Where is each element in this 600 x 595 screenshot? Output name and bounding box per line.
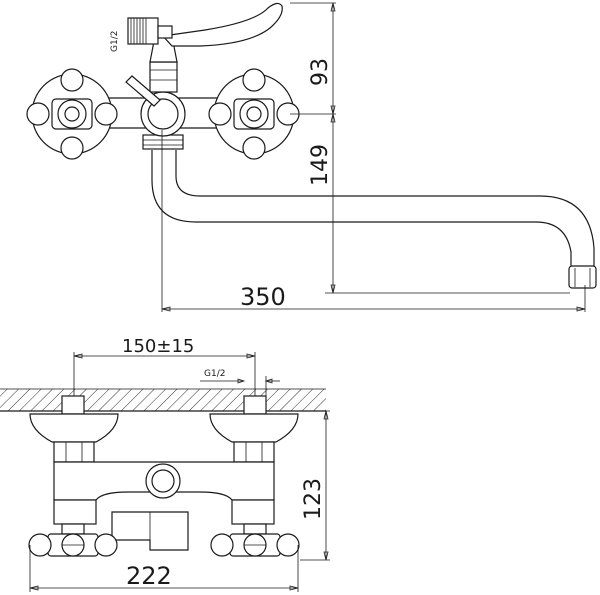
dim-123-label: 123 bbox=[301, 478, 326, 520]
diverter-inner bbox=[147, 98, 179, 130]
spout-aerator bbox=[568, 265, 597, 289]
dim-150-label: 150±15 bbox=[122, 336, 194, 357]
dim-350-label: 350 bbox=[240, 283, 286, 311]
dim-93-label: 93 bbox=[308, 58, 333, 86]
front-diverter-inner bbox=[151, 469, 175, 493]
top-view: G1/2 bbox=[26, 2, 597, 312]
left-handle bbox=[26, 68, 118, 160]
top-dimensions bbox=[161, 2, 586, 312]
front-right-handle bbox=[210, 523, 300, 557]
front-view: 150±15 G1/2 123 222 bbox=[0, 336, 330, 592]
wall-hatch bbox=[0, 389, 326, 411]
diverter-lever-left bbox=[125, 75, 161, 107]
wall-pipe-right bbox=[243, 395, 267, 415]
escutcheon-right bbox=[209, 413, 299, 443]
body-collar bbox=[142, 134, 184, 150]
wall-pipe-left bbox=[61, 395, 85, 415]
escutcheon-left bbox=[29, 413, 119, 443]
dim-149-label: 149 bbox=[308, 144, 333, 186]
thread-hatch bbox=[130, 18, 147, 44]
thread-label-top: G1/2 bbox=[110, 31, 120, 52]
dim-222-label: 222 bbox=[126, 562, 172, 590]
thread-label-front: G1/2 bbox=[204, 369, 225, 379]
spout-pipe bbox=[151, 150, 572, 268]
diverter-stem bbox=[149, 61, 178, 93]
diverter-lever bbox=[161, 2, 283, 47]
front-dimensions bbox=[29, 352, 330, 592]
spout-pipe-inner bbox=[175, 150, 595, 268]
front-left-handle bbox=[28, 523, 118, 557]
right-handle bbox=[208, 68, 300, 160]
